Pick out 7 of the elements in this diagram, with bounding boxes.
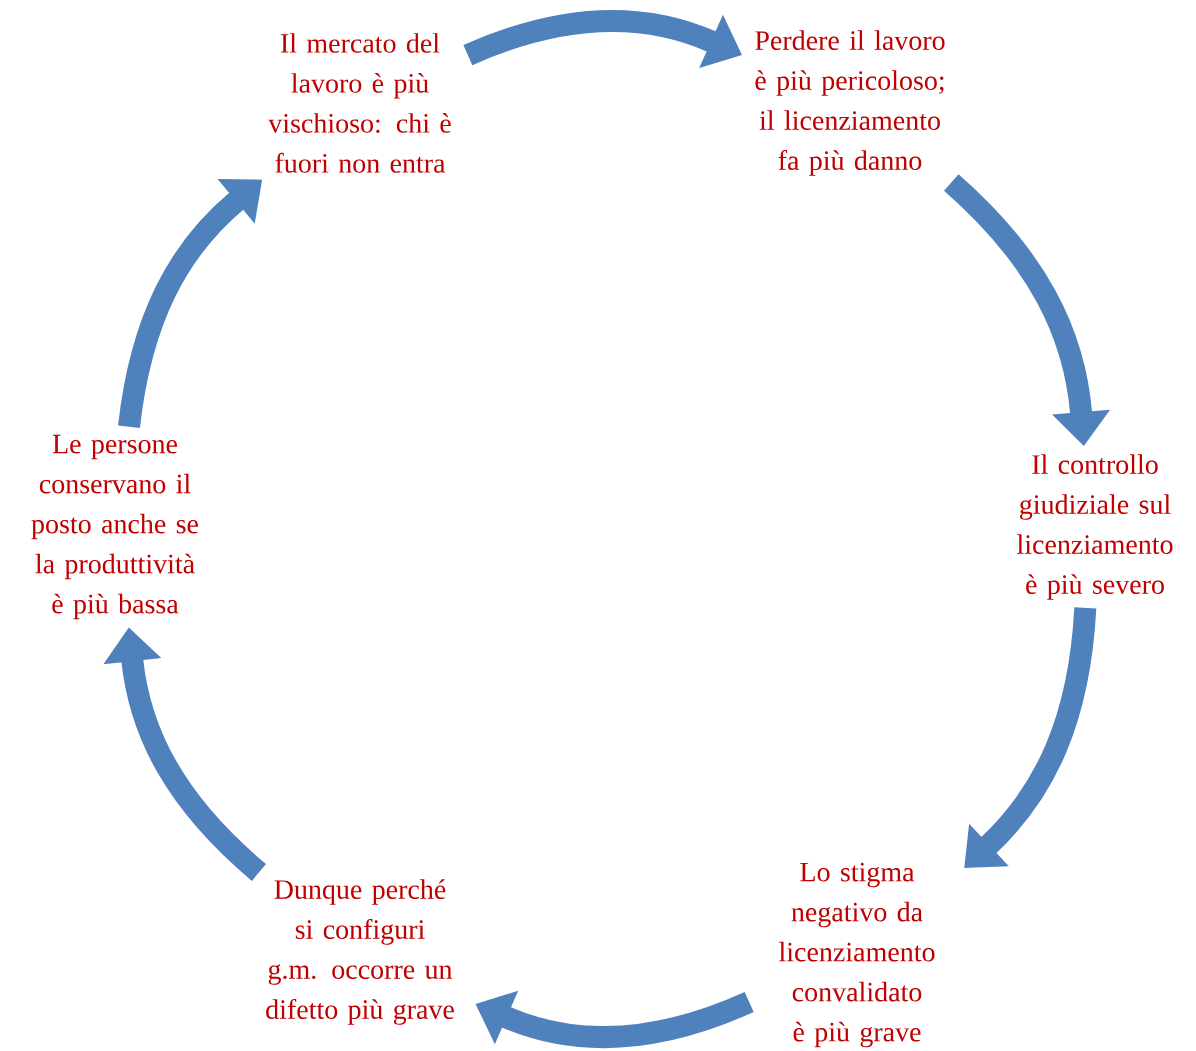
cycle-step-text: Dunque perché si configuri g.m. occorre un difetto più grave: [266, 879, 454, 1025]
cycle-step-text: Il mercato del lavoro è più vischioso: chi è fuori non entra: [268, 33, 451, 173]
cycle-step-text: Il controllo giudiziale sul licenziamento è più severo: [1017, 454, 1173, 600]
cycle-step-text: Lo stigma negativo da licenziamento convalidato è più grave: [779, 862, 935, 1048]
curved-arrow: [964, 607, 1097, 868]
cycle-step-text: Le persone conservano il posto anche se la produttività è più bassa: [31, 434, 198, 620]
cycle-step-text: Perdere il lavoro è più pericoloso; il licenziamento fa più danno: [755, 30, 945, 176]
